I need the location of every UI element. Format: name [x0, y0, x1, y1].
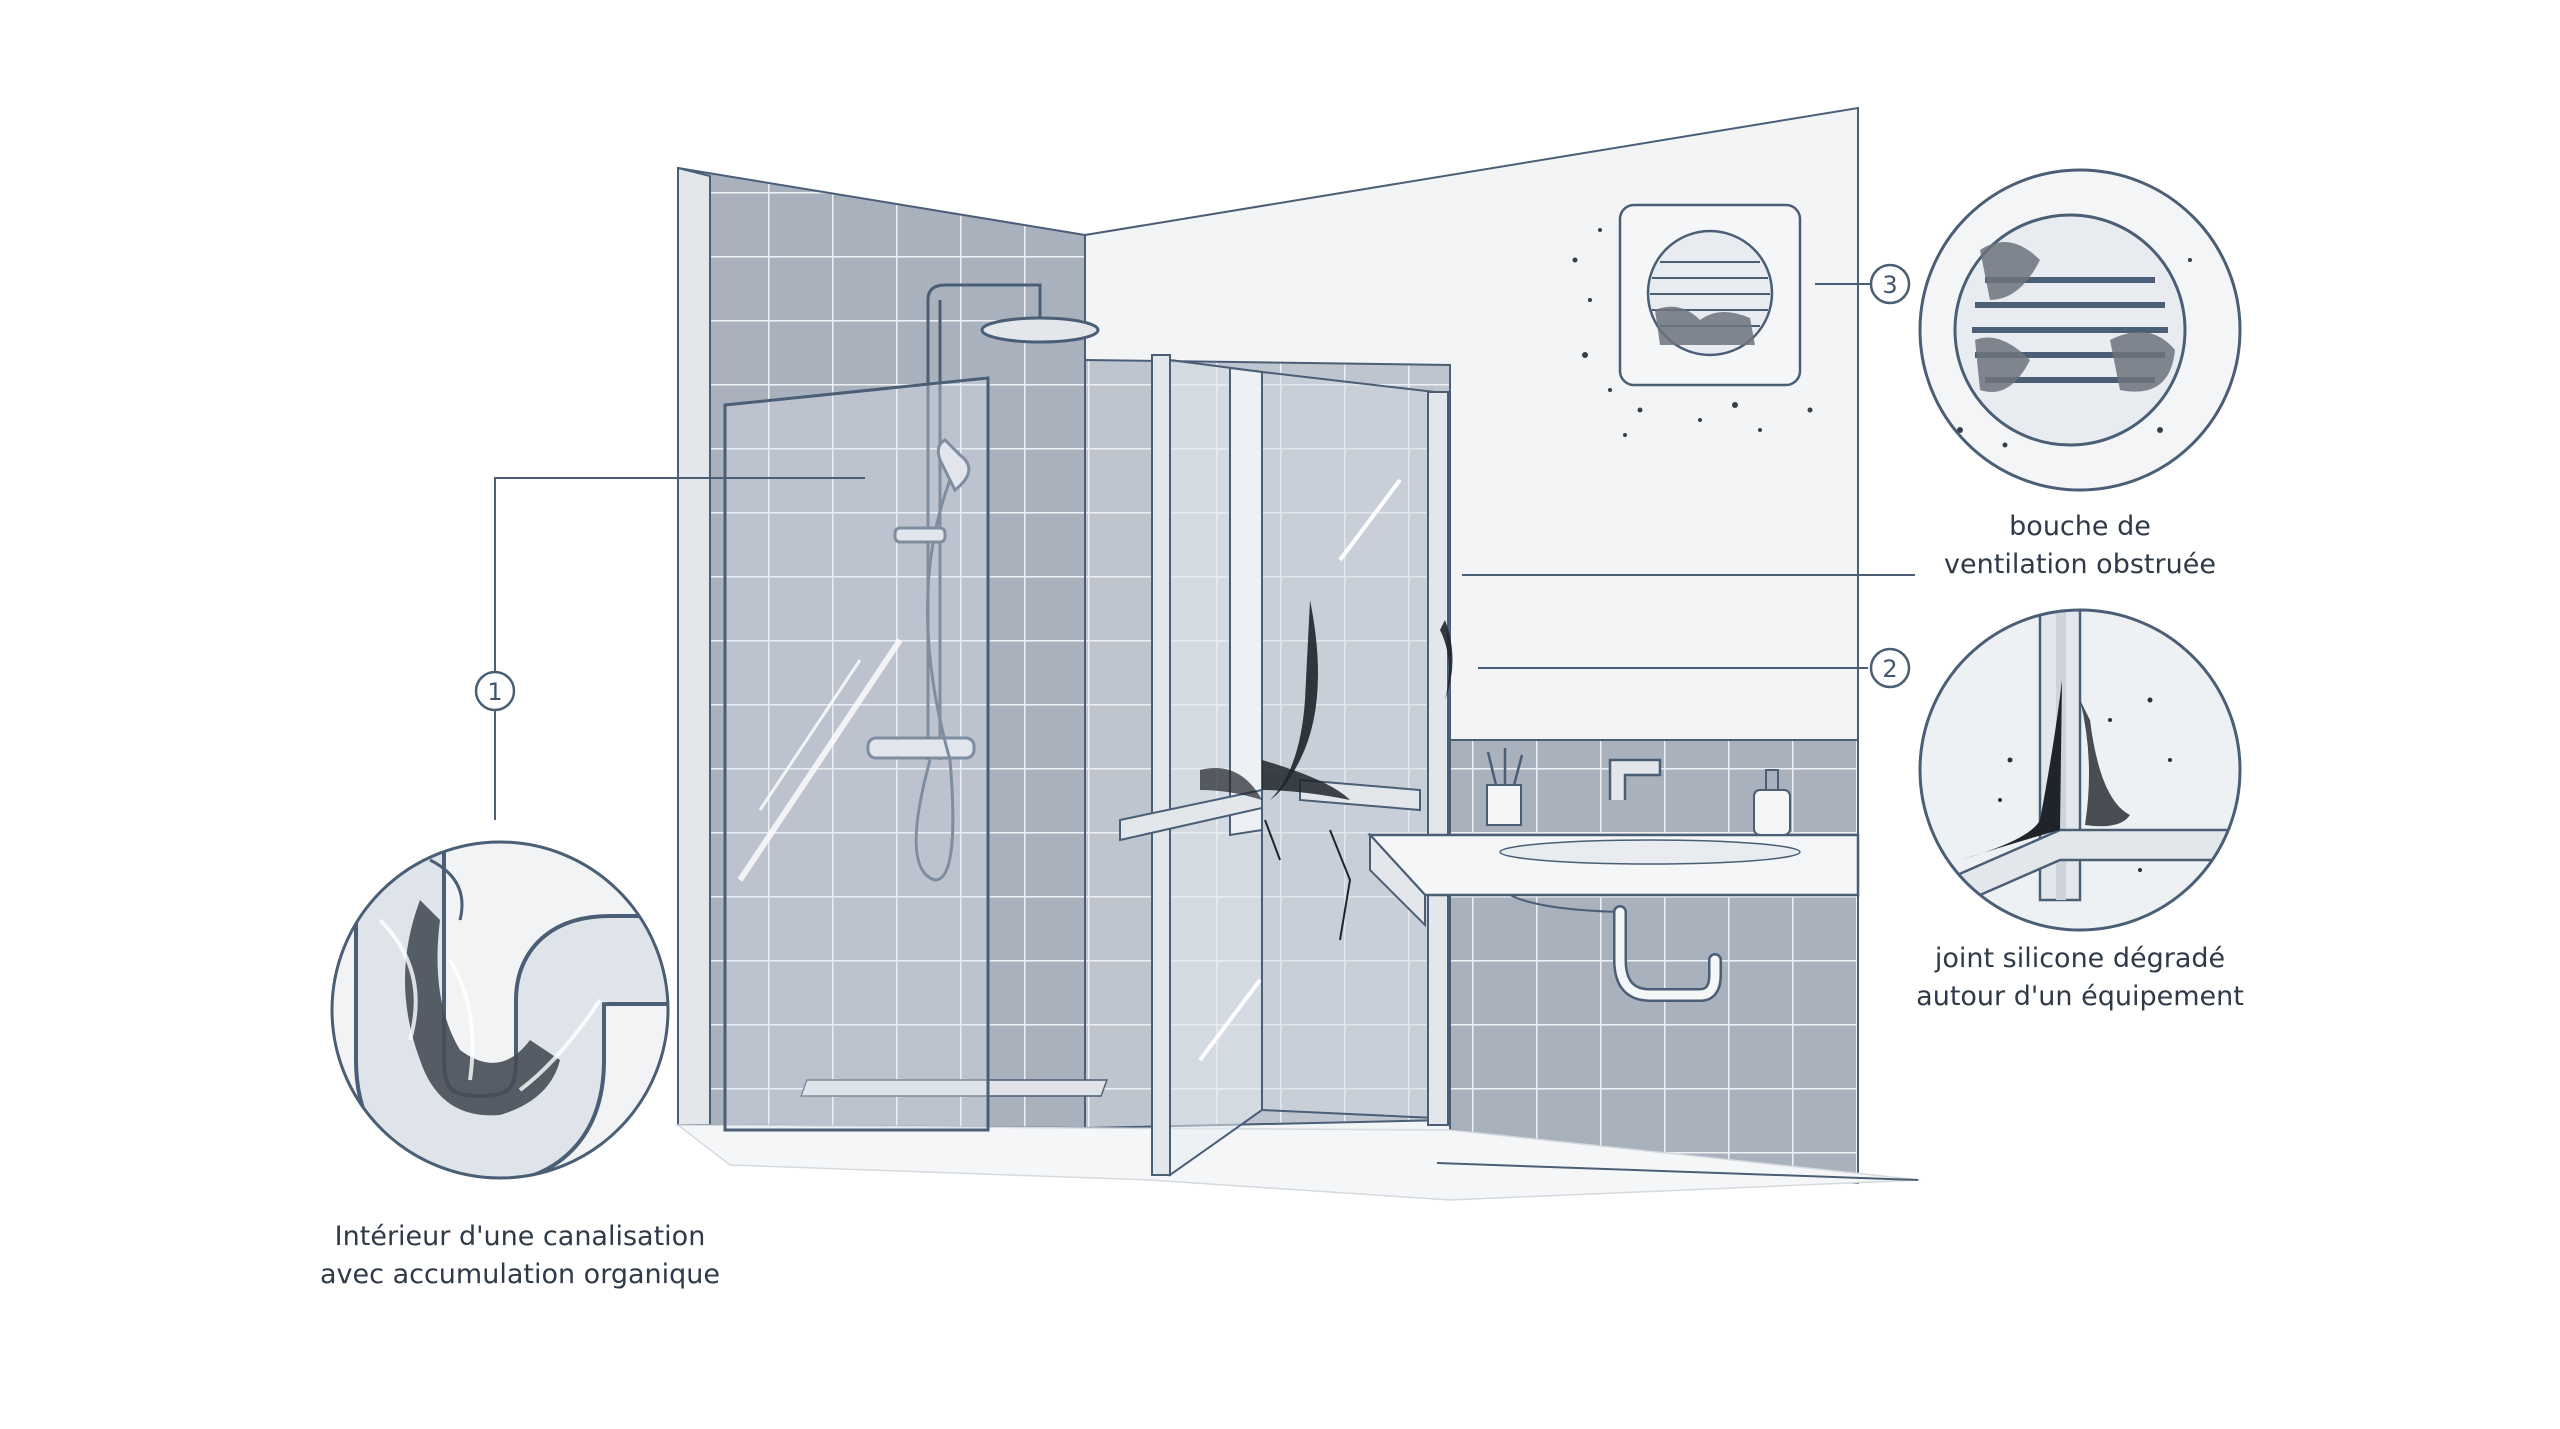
- svg-text:1: 1: [487, 678, 502, 706]
- caption-drain: Intérieur d'une canalisation avec accumu…: [260, 1218, 780, 1294]
- callout-marker-3: 3: [1871, 265, 1909, 303]
- caption-joint: joint silicone dégradé autour d'un équip…: [1820, 940, 2340, 1016]
- caption-joint-line-2: autour d'un équipement: [1820, 978, 2340, 1016]
- caption-drain-line-2: avec accumulation organique: [260, 1256, 780, 1294]
- callout-marker-2: 2: [1871, 649, 1909, 687]
- caption-drain-line-1: Intérieur d'une canalisation: [260, 1218, 780, 1256]
- caption-joint-line-1: joint silicone dégradé: [1820, 940, 2340, 978]
- svg-text:2: 2: [1882, 655, 1897, 683]
- left-glass-panel: [725, 378, 988, 1130]
- right-glass-enclosure: [1120, 355, 1448, 1175]
- detail-vent: [1920, 170, 2240, 490]
- caption-vent-line-2: ventilation obstruée: [1820, 546, 2340, 584]
- caption-vent-line-1: bouche de: [1820, 508, 2340, 546]
- caption-vent: bouche de ventilation obstruée: [1820, 508, 2340, 584]
- svg-text:3: 3: [1882, 271, 1897, 299]
- callout-marker-1: 1: [476, 672, 514, 710]
- detail-silicone-joint: [1900, 600, 2260, 930]
- detail-drain-pipe: [332, 820, 700, 1178]
